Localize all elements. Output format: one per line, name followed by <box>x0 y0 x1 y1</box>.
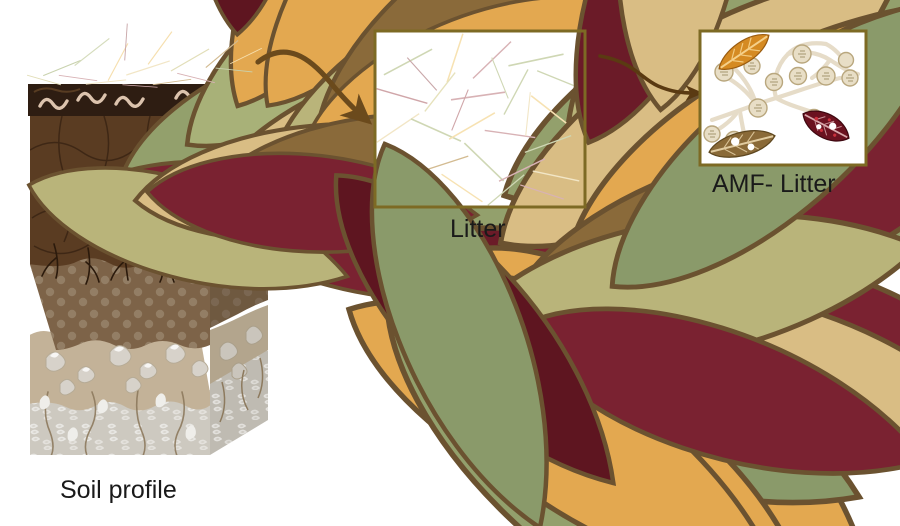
litter-panel-frame-overlay <box>373 29 587 209</box>
leaf-decay-holes <box>731 137 755 151</box>
leaf-spots <box>814 116 837 137</box>
amf-leaf-orange <box>718 33 770 70</box>
arrow-soil-to-litter <box>255 49 373 125</box>
amf-litter-caption: AMF- Litter <box>712 170 836 198</box>
soil-profile-caption: Soil profile <box>60 476 177 504</box>
amf-leaf-red <box>802 110 850 142</box>
stone-highlights <box>50 344 179 372</box>
c-horizon-side <box>210 305 268 384</box>
arrow-litter-to-amf <box>598 54 704 101</box>
bedrock-side-fractures <box>219 357 264 423</box>
amf-panel <box>698 29 868 167</box>
surface-litter <box>0 0 660 334</box>
amf-leaf-brown <box>708 130 776 158</box>
soil-profile-block <box>0 0 660 455</box>
amf-panel-frame-overlay <box>698 29 868 167</box>
o-horizon-debris <box>33 87 81 93</box>
litter-panel <box>264 0 900 526</box>
litter-leaves <box>264 0 900 526</box>
b-horizon-mottles <box>30 252 210 350</box>
bedrock-stones <box>39 393 196 442</box>
leaf-decay-holes-red <box>816 122 837 130</box>
litter-caption: Litter <box>450 215 506 243</box>
c-horizon-stones <box>45 343 209 396</box>
